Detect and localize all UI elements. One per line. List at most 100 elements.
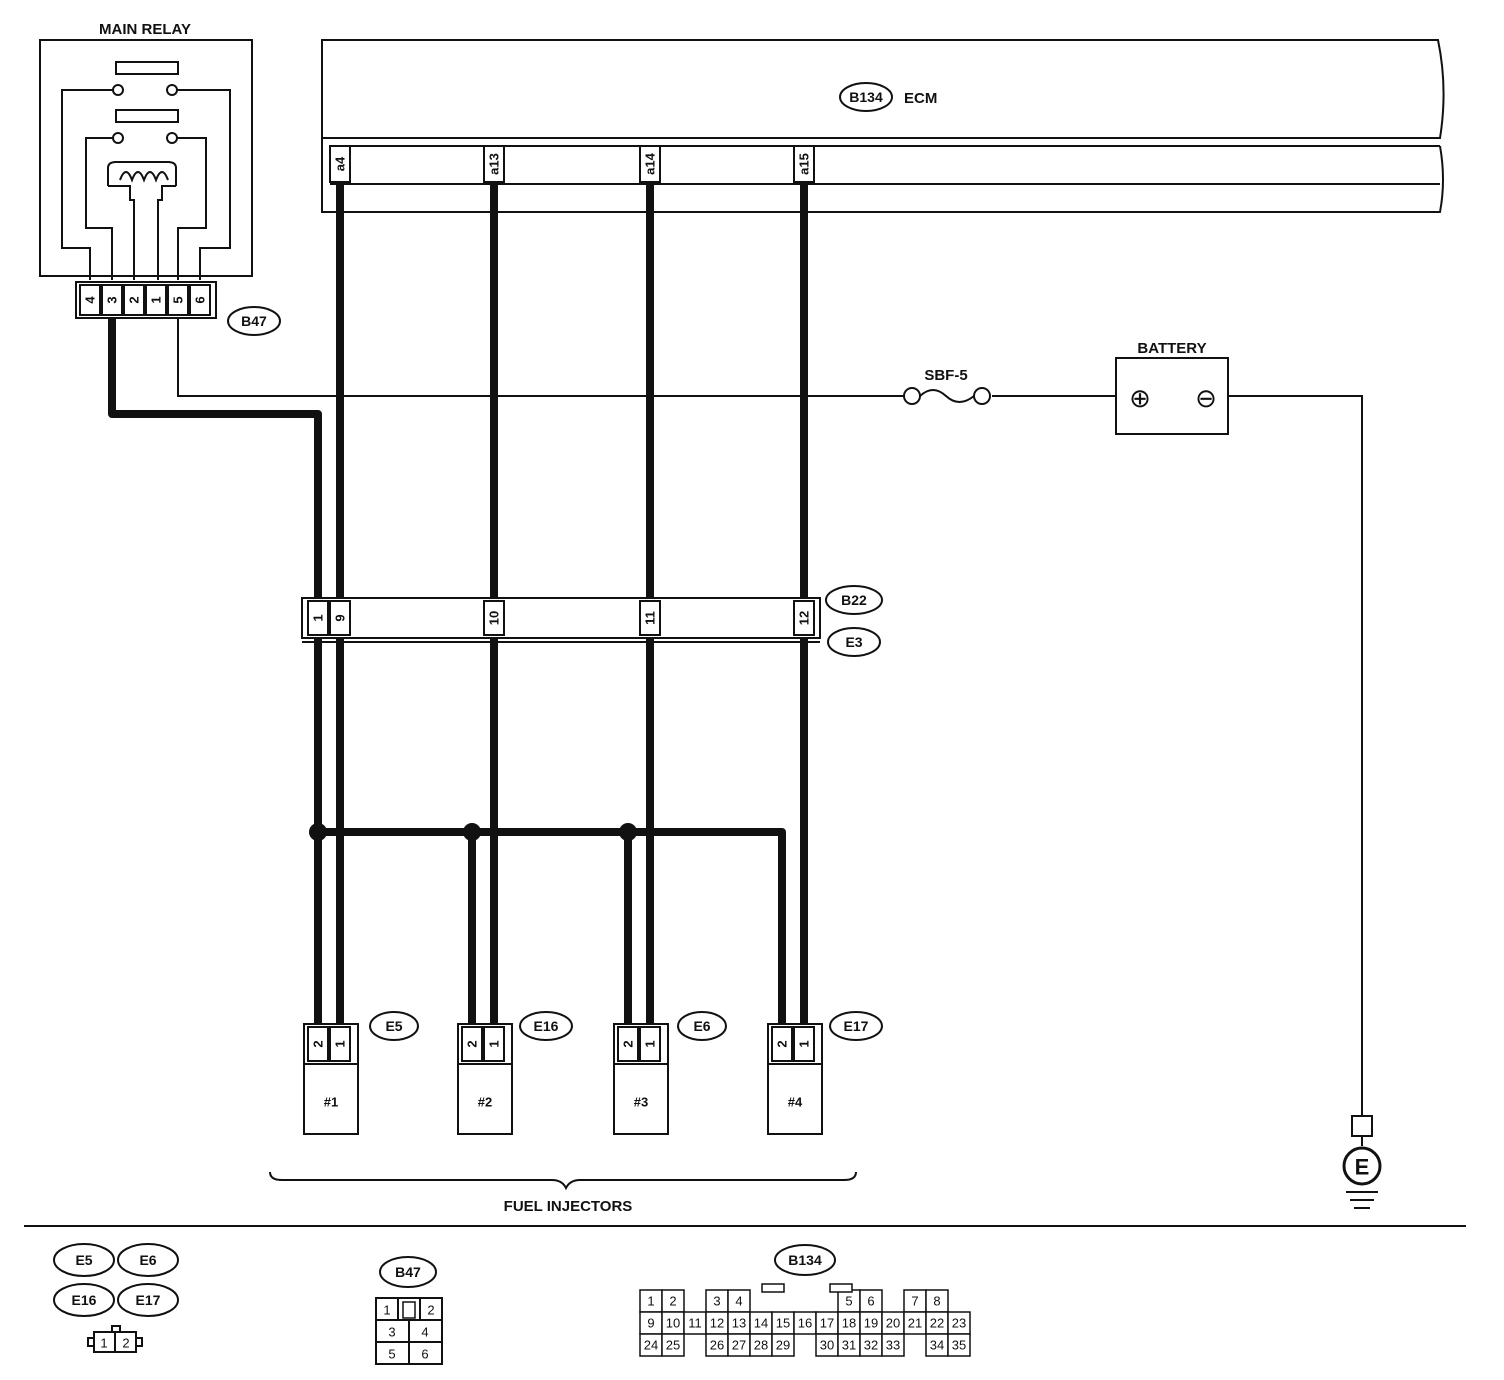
legend-ecm-pin-label: 35 (952, 1338, 966, 1353)
injector-label: #2 (478, 1095, 492, 1110)
relay-pin: 5 (167, 284, 189, 316)
joint-pin-12: 12 (793, 600, 815, 636)
svg-text:12: 12 (797, 611, 812, 625)
relay-coil-icon (119, 171, 169, 183)
legend-ecm-pin-label: 24 (644, 1338, 658, 1353)
wire-relay-power-feed (108, 318, 322, 1024)
legend-ecm-pin-cell (771, 1333, 795, 1357)
connector-id-e6 (677, 1011, 727, 1041)
joint-connector-body (301, 597, 821, 639)
legend-ecm-pin-label: 31 (842, 1338, 856, 1353)
relay-coil-leads (108, 185, 176, 280)
legend-ecm-pin-label: 25 (666, 1338, 680, 1353)
legend-id-e5 (53, 1243, 115, 1277)
fuel-injectors-label: FUEL INJECTORS (504, 1198, 633, 1215)
ground: E (1342, 1115, 1382, 1209)
ground-icon (1342, 1146, 1382, 1186)
svg-text:B22: B22 (841, 592, 867, 608)
svg-text:E17: E17 (844, 1018, 869, 1034)
svg-text:E17: E17 (136, 1292, 161, 1308)
legend-ecm-pin-label: 6 (867, 1294, 874, 1309)
svg-text:B134: B134 (849, 89, 883, 105)
injector-2: 2 1 #2 E16 (457, 1011, 573, 1135)
legend-ecm-pin-label: 32 (864, 1338, 878, 1353)
relay-internal-wire (61, 89, 113, 280)
relay-pin: 2 (123, 284, 145, 316)
svg-text:5: 5 (171, 296, 186, 303)
svg-text:B134: B134 (788, 1252, 822, 1268)
legend-id-e6 (117, 1243, 179, 1277)
legend-ecm-pin-label: 30 (820, 1338, 834, 1353)
injector-label: #4 (788, 1095, 803, 1110)
svg-text:4: 4 (421, 1325, 428, 1340)
legend-ecm-pin-label: 19 (864, 1316, 878, 1331)
battery-label: BATTERY (1137, 340, 1206, 357)
relay-internal-wire (177, 89, 231, 280)
svg-text:E16: E16 (534, 1018, 559, 1034)
relay-terminal (166, 132, 178, 144)
legend-ecm-pin-label: 9 (647, 1316, 654, 1331)
ecm-lower (321, 138, 1444, 213)
svg-text:1: 1 (149, 296, 164, 303)
wire-battery-to-ground (1218, 395, 1363, 1116)
injector-pin: 2 (621, 1040, 636, 1047)
svg-text:9: 9 (333, 614, 348, 621)
joint-pin-11: 11 (639, 600, 661, 636)
svg-text:2: 2 (122, 1336, 129, 1351)
legend-ecm-pin-label: 4 (735, 1294, 742, 1309)
legend-ecm-latch (829, 1283, 853, 1293)
ground-terminal (1351, 1115, 1373, 1137)
legend-ecm-pin-cell (947, 1333, 971, 1357)
ecm-pin-a14: a14 (639, 145, 661, 183)
relay-pin: 4 (79, 284, 101, 316)
ecm-body (321, 39, 1445, 139)
legend-ecm-pin-label: 26 (710, 1338, 724, 1353)
ecm: B134 ECM a4 a13 a14 a15 (321, 39, 1445, 213)
fuse-label: SBF-5 (924, 367, 967, 384)
injector-body (457, 1063, 513, 1135)
connector-id-b22: B22 (825, 585, 883, 615)
legend-ecm-pin-label: 34 (930, 1338, 944, 1353)
svg-text:B47: B47 (241, 313, 267, 329)
relay-terminal (166, 84, 178, 96)
svg-text:a14: a14 (643, 152, 658, 174)
relay-contact-top (115, 61, 179, 75)
junction-dot (463, 823, 481, 841)
fuse-sbf-5: SBF-5 (903, 367, 991, 405)
legend-ecm-pin-cell (661, 1333, 685, 1357)
relay-terminal (112, 132, 124, 144)
injector-pin: 1 (797, 1040, 812, 1047)
fuse-terminal (973, 387, 991, 405)
junction-dot (619, 823, 637, 841)
injector-pin: 1 (487, 1040, 502, 1047)
connector-id-e17 (829, 1011, 883, 1041)
fuel-injectors-brace (269, 1171, 857, 1191)
svg-text:E5: E5 (75, 1252, 92, 1268)
svg-text:1: 1 (383, 1303, 390, 1318)
svg-text:11: 11 (643, 611, 658, 625)
relay-terminal (112, 84, 124, 96)
wires (108, 184, 1363, 1116)
battery: BATTERY ⊕ ⊖ (1115, 340, 1229, 435)
injector-pin: 2 (465, 1040, 480, 1047)
injector-pin: 1 (333, 1040, 348, 1047)
injector-label: #1 (324, 1095, 338, 1110)
battery-minus-icon: ⊖ (1195, 383, 1217, 413)
legend-ecm-pin-label: 2 (669, 1294, 676, 1309)
svg-text:5: 5 (388, 1347, 395, 1362)
svg-text:a4: a4 (333, 156, 348, 171)
relay-pin: 6 (189, 284, 211, 316)
legend-ecm-pin-label: 8 (933, 1294, 940, 1309)
legend-ecm-pin-label: 16 (798, 1316, 812, 1331)
battery-plus-icon: ⊕ (1129, 383, 1151, 413)
legend-ecm-pin-label: 10 (666, 1316, 680, 1331)
svg-text:2: 2 (127, 296, 142, 303)
ground-label: E (1355, 1155, 1370, 1180)
svg-text:E5: E5 (385, 1018, 402, 1034)
ecm-pin-a13: a13 (483, 145, 505, 183)
ecm-connector-strip (330, 145, 1440, 185)
svg-text:1: 1 (311, 614, 326, 621)
wire-injector-common-bus (318, 828, 786, 1024)
